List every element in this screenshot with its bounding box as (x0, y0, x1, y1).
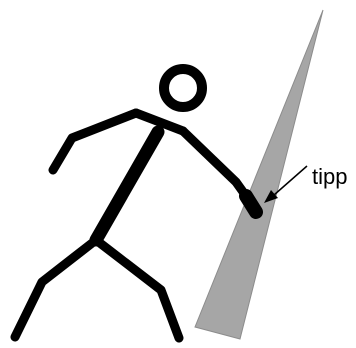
figure-right-leg (96, 240, 179, 338)
callout-label: tipp (312, 164, 347, 189)
figure-hand (246, 196, 256, 212)
figure-left-leg (15, 240, 96, 337)
figure-left-arm (53, 113, 136, 170)
figure-torso (96, 132, 158, 240)
figure-head (164, 69, 202, 107)
gray-wedge (195, 10, 323, 339)
